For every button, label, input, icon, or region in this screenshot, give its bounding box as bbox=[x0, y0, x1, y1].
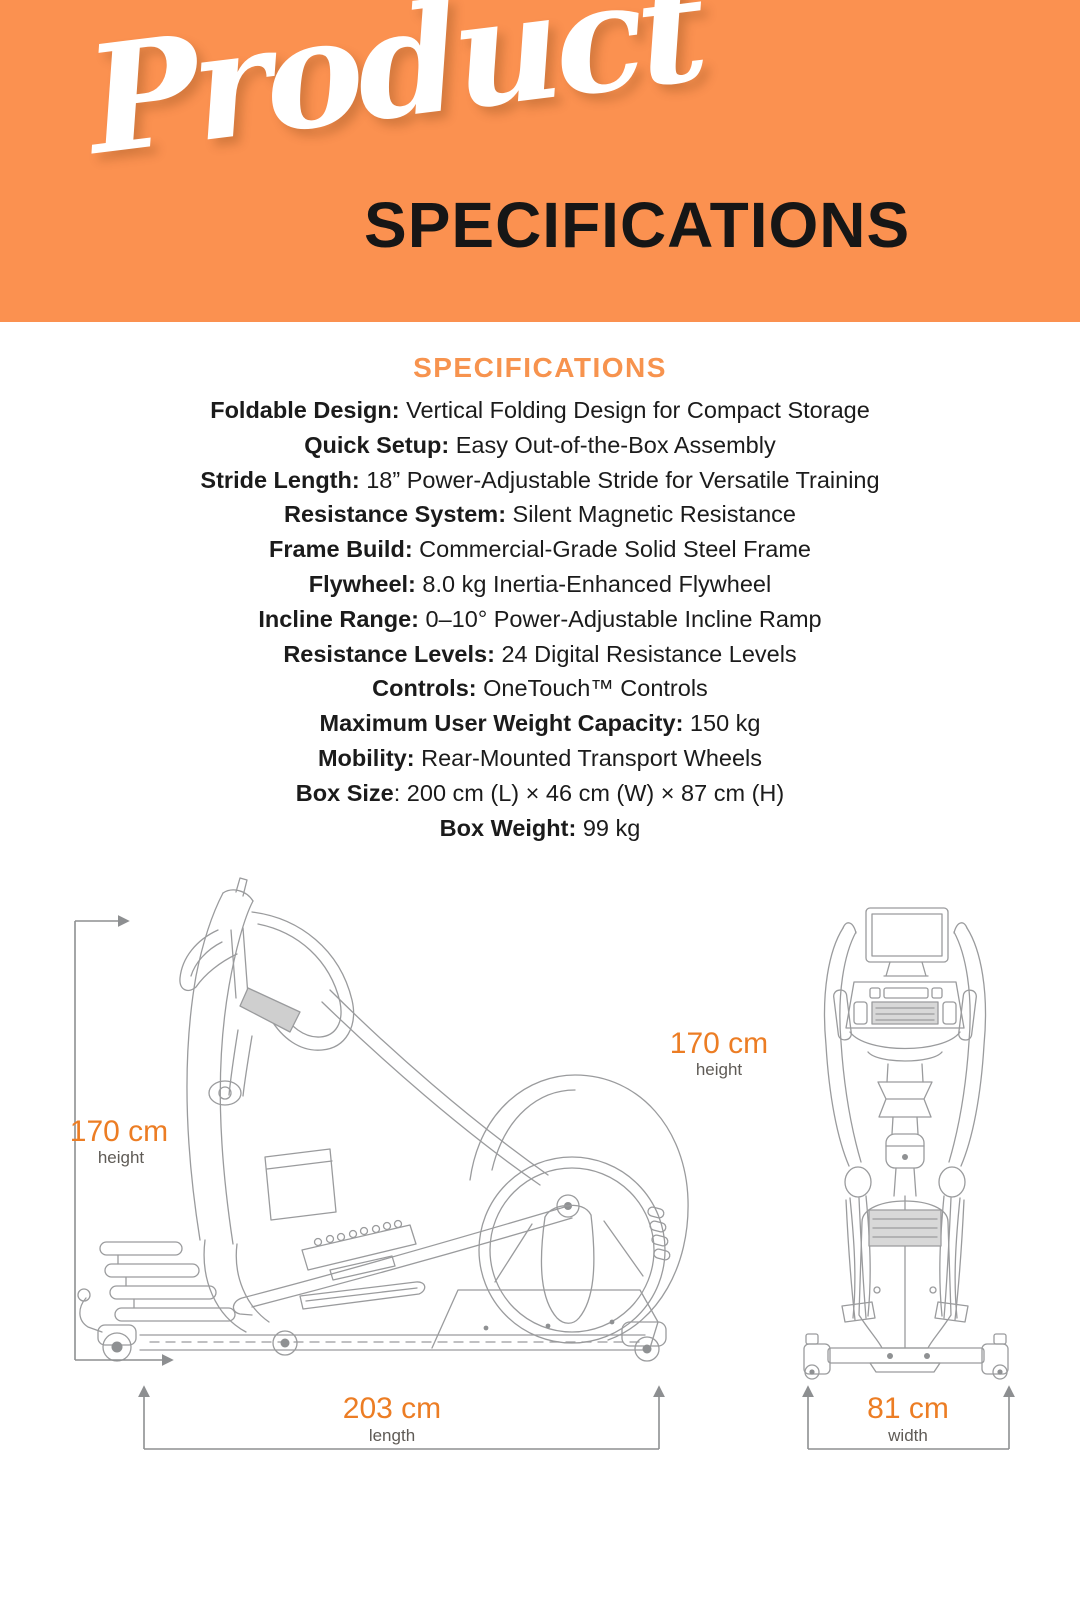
front-height-caption: height bbox=[696, 1060, 743, 1079]
spec-value: 8.0 kg Inertia-Enhanced Flywheel bbox=[415, 570, 772, 597]
spec-value: Commercial-Grade Solid Steel Frame bbox=[412, 536, 811, 563]
spec-label: Box Weight: bbox=[439, 814, 577, 841]
spec-label: Incline Range: bbox=[258, 605, 420, 632]
spec-label: Maximum User Weight Capacity: bbox=[319, 710, 684, 737]
spec-label: Quick Setup: bbox=[304, 431, 450, 458]
spec-value: 24 Digital Resistance Levels bbox=[494, 640, 797, 667]
banner-title: SPECIFICATIONS bbox=[364, 189, 911, 261]
specifications-list: Foldable Design: Vertical Folding Design… bbox=[0, 393, 1080, 845]
spec-value: 18” Power-Adjustable Stride for Versatil… bbox=[359, 466, 880, 493]
elliptical-side-view-sketch bbox=[77, 877, 689, 1362]
side-height-value: 170 cm bbox=[70, 1115, 168, 1148]
spec-value: 0–10° Power-Adjustable Incline Ramp bbox=[419, 605, 822, 632]
side-length-dimension-bracket bbox=[138, 1385, 665, 1450]
spec-value: 150 kg bbox=[683, 710, 761, 737]
spec-value: : 200 cm (L) × 46 cm (W) × 87 cm (H) bbox=[393, 779, 785, 806]
spec-line-box-size: Box Size: 200 cm (L) × 46 cm (W) × 87 cm… bbox=[0, 776, 1080, 811]
spec-label: Foldable Design: bbox=[210, 397, 400, 423]
dimension-diagrams: 170 cm height 203 cm length 170 cm heigh… bbox=[70, 877, 1015, 1450]
spec-line-controls: Controls: OneTouch™ Controls bbox=[0, 671, 1080, 706]
spec-line-frame-build: Frame Build: Commercial-Grade Solid Stee… bbox=[0, 532, 1080, 567]
front-width-dimension-bracket bbox=[802, 1385, 1015, 1450]
spec-label: Box Size bbox=[295, 779, 394, 806]
side-length-value: 203 cm bbox=[343, 1392, 441, 1425]
side-height-caption: height bbox=[98, 1148, 145, 1167]
spec-line-max-user-weight: Maximum User Weight Capacity: 150 kg bbox=[0, 706, 1080, 741]
spec-label: Controls: bbox=[372, 675, 477, 702]
front-height-value: 170 cm bbox=[670, 1027, 768, 1060]
elliptical-front-view-sketch bbox=[803, 907, 1009, 1380]
front-width-caption: width bbox=[887, 1426, 928, 1445]
spec-label: Flywheel: bbox=[308, 570, 416, 597]
banner: Product SPECIFICATIONS bbox=[0, 0, 1080, 322]
spec-value: 99 kg bbox=[576, 814, 641, 841]
banner-script-word: Product bbox=[77, 0, 711, 188]
side-length-caption: length bbox=[369, 1426, 415, 1445]
front-width-value: 81 cm bbox=[867, 1392, 949, 1425]
specifications-heading: SPECIFICATIONS bbox=[413, 352, 667, 383]
spec-value: Rear-Mounted Transport Wheels bbox=[414, 744, 763, 771]
spec-line-foldable-design: Foldable Design: Vertical Folding Design… bbox=[0, 393, 1080, 428]
spec-value: Vertical Folding Design for Compact Stor… bbox=[399, 397, 870, 423]
spec-label: Stride Length: bbox=[200, 466, 360, 493]
spec-line-mobility: Mobility: Rear-Mounted Transport Wheels bbox=[0, 741, 1080, 776]
spec-line-incline-range: Incline Range: 0–10° Power-Adjustable In… bbox=[0, 602, 1080, 637]
spec-line-stride-length: Stride Length: 18” Power-Adjustable Stri… bbox=[0, 463, 1080, 498]
spec-label: Mobility: bbox=[317, 744, 415, 771]
spec-label: Resistance System: bbox=[283, 501, 507, 528]
spec-label: Frame Build: bbox=[269, 536, 413, 563]
spec-label: Resistance Levels: bbox=[283, 640, 495, 667]
spec-line-box-weight: Box Weight: 99 kg bbox=[0, 811, 1080, 846]
spec-line-flywheel: Flywheel: 8.0 kg Inertia-Enhanced Flywhe… bbox=[0, 567, 1080, 602]
spec-line-resistance-levels: Resistance Levels: 24 Digital Resistance… bbox=[0, 637, 1080, 672]
spec-value: OneTouch™ Controls bbox=[476, 675, 708, 702]
spec-value: Silent Magnetic Resistance bbox=[506, 501, 797, 528]
side-height-dimension-line bbox=[74, 915, 174, 1366]
spec-value: Easy Out-of-the-Box Assembly bbox=[449, 431, 776, 458]
spec-line-quick-setup: Quick Setup: Easy Out-of-the-Box Assembl… bbox=[0, 428, 1080, 463]
spec-line-resistance-system: Resistance System: Silent Magnetic Resis… bbox=[0, 497, 1080, 532]
